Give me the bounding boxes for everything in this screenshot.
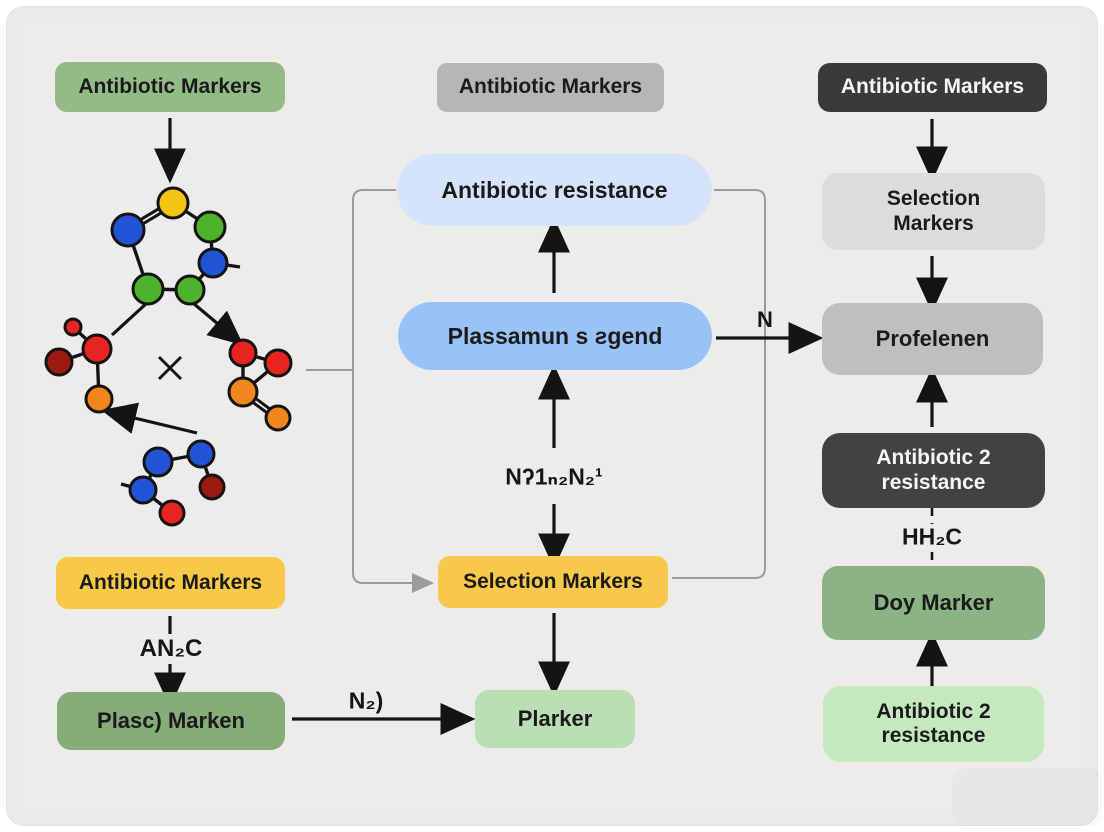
- molecule-node: [197, 247, 229, 279]
- molecule-node: [81, 333, 113, 365]
- molecule-node: [198, 473, 226, 501]
- arrow-label-n: N: [757, 307, 773, 332]
- arrow-label-an2c: AN₂C: [139, 635, 203, 662]
- box-profelenen: Profelenen: [822, 303, 1043, 375]
- faint-watermark: [952, 768, 1102, 826]
- formula-label: Nʔ1ₙ₂N₂¹: [505, 463, 603, 490]
- molecule-node: [44, 347, 74, 377]
- molecule-structure: [44, 186, 293, 527]
- molecule-node: [174, 274, 206, 306]
- molecule-node: [228, 338, 258, 368]
- molecule-node: [156, 186, 190, 220]
- box-antibiotic-markers-left: Antibiotic Markers: [55, 62, 285, 112]
- bracket-left: [306, 189, 434, 593]
- box-plasc-marken: Plasc) Marken: [57, 692, 285, 750]
- box-antibiotic-resistance: Antibiotic resistance: [397, 154, 712, 226]
- molecule-bond: [110, 300, 150, 337]
- box-plarker: Plarker: [475, 690, 635, 748]
- box-plassamun-sgend: Plassamun s ƨgend: [398, 302, 712, 370]
- molecule-node: [131, 272, 165, 306]
- molecule-node: [110, 212, 146, 248]
- molecule-node: [84, 384, 114, 414]
- molecule-node: [227, 376, 259, 408]
- molecule-node: [263, 348, 293, 378]
- molecule-bond: [101, 402, 198, 435]
- molecule-node: [158, 499, 186, 527]
- box-antibiotic-markers-middle: Antibiotic Markers: [437, 63, 664, 112]
- box-antibiotic2-resistance-light: Antibiotic 2 resistance: [823, 686, 1044, 762]
- molecule-node: [193, 210, 227, 244]
- molecule-node: [63, 317, 83, 337]
- molecule-node: [142, 446, 174, 478]
- molecule-node: [264, 404, 292, 432]
- molecule-node: [186, 439, 216, 469]
- box-antibiotic-markers-right: Antibiotic Markers: [818, 63, 1047, 112]
- bracket-right: [672, 189, 766, 579]
- box-antibiotic2-resistance-dark: Antibiotic 2 resistance: [822, 433, 1045, 508]
- box-doy-marker: Doy Marker: [822, 566, 1045, 640]
- molecule-bond: [191, 301, 244, 346]
- molecule-bond: [157, 355, 183, 381]
- box-antibiotic-markers-yellow: Antibiotic Markers: [56, 557, 285, 609]
- molecule-node: [128, 475, 158, 505]
- arrow-label-hh2c: HH₂C: [901, 523, 963, 550]
- box-selection-markers-right: Selection Markers: [822, 173, 1045, 250]
- arrow-label-n2: N₂): [348, 687, 384, 714]
- box-selection-markers-middle: Selection Markers: [438, 556, 668, 608]
